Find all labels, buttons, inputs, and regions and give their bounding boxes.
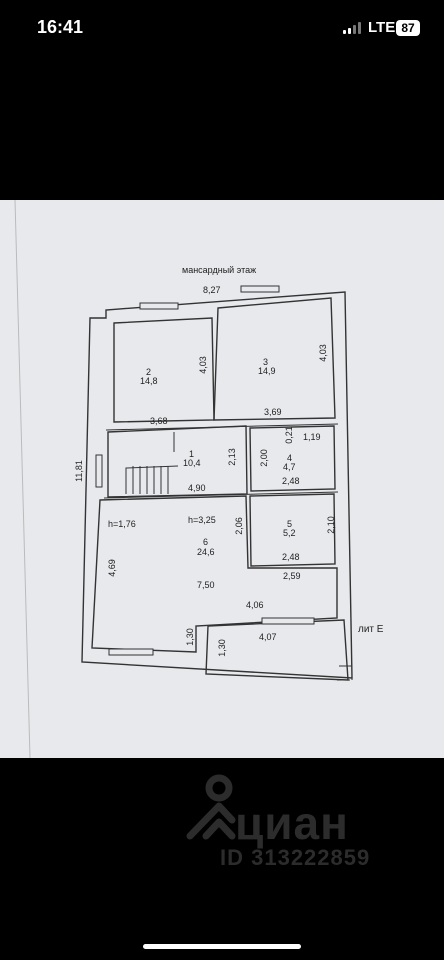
bottom-width-2: 4,07 (259, 632, 277, 642)
stairs (125, 465, 179, 494)
room-6-side: 2,59 (283, 571, 301, 581)
room-1-number: 1 (189, 449, 195, 459)
room-1-height: 2,13 (226, 448, 237, 466)
room-6-area: 24,6 (197, 547, 215, 557)
bottom-height-1: 1,30 (184, 628, 195, 646)
cian-logo-icon (186, 774, 236, 840)
room-3-width: 3,69 (264, 407, 282, 417)
room-3-number: 3 (263, 357, 269, 367)
room-2-number: 2 (146, 367, 152, 377)
room-6-number: 6 (203, 537, 209, 547)
status-time: 16:41 (37, 17, 84, 37)
room-5-height-right: 2,10 (325, 516, 336, 534)
room-4-number: 4 (287, 453, 293, 463)
room-5-number: 5 (287, 519, 293, 529)
height-mark-right: h=3,25 (188, 515, 216, 525)
room-3-height: 4,03 (317, 344, 328, 362)
room-4-top-offset: 0,21 (283, 426, 294, 444)
total-width: 8,27 (203, 285, 221, 295)
home-indicator[interactable] (143, 944, 301, 949)
height-mark-left: h=1,76 (108, 519, 136, 529)
room-2-height: 4,03 (197, 356, 208, 374)
plan-title: мансардный этаж (182, 265, 257, 275)
status-bar: 16:41 LTE 87 (0, 0, 444, 60)
bottom-height-2: 1,30 (216, 639, 227, 657)
watermark-brand: циан (235, 797, 349, 849)
room-4-outline (249, 425, 336, 492)
room-4-top-width: 1,19 (303, 432, 321, 442)
room-5-height-left: 2,06 (233, 517, 244, 535)
annex-label: лит Е (358, 624, 384, 635)
room-2-area: 14,8 (140, 376, 158, 386)
room-2-width: 3,68 (150, 416, 168, 426)
room-6-height: 4,69 (106, 559, 117, 577)
room-6-width: 7,50 (197, 580, 215, 590)
room-3-area: 14,9 (258, 366, 276, 376)
room-4-area: 4,7 (283, 462, 296, 472)
floor-plan-photo: мансардный этаж 8,27 11,81 2 14,8 4,03 3… (0, 200, 444, 758)
room-1-area: 10,4 (183, 458, 201, 468)
room-4-width: 2,48 (282, 476, 300, 486)
network-type: LTE (368, 19, 396, 36)
room-4-height: 2,00 (258, 449, 269, 467)
signal-icon (343, 22, 363, 34)
windows (95, 285, 315, 656)
watermark: циан ID 313222859 (0, 770, 444, 880)
room-5-outline (249, 493, 336, 567)
floor-plan-drawing (14, 200, 353, 758)
bottom-width-1: 4,06 (246, 600, 264, 610)
battery-icon: 87 (396, 20, 420, 36)
total-height: 11,81 (73, 460, 84, 482)
watermark-id: ID 313222859 (220, 845, 371, 870)
room-5-width: 2,48 (282, 552, 300, 562)
room-1-width: 4,90 (188, 483, 206, 493)
room-5-area: 5,2 (283, 528, 296, 538)
room-3-outline (213, 297, 336, 421)
